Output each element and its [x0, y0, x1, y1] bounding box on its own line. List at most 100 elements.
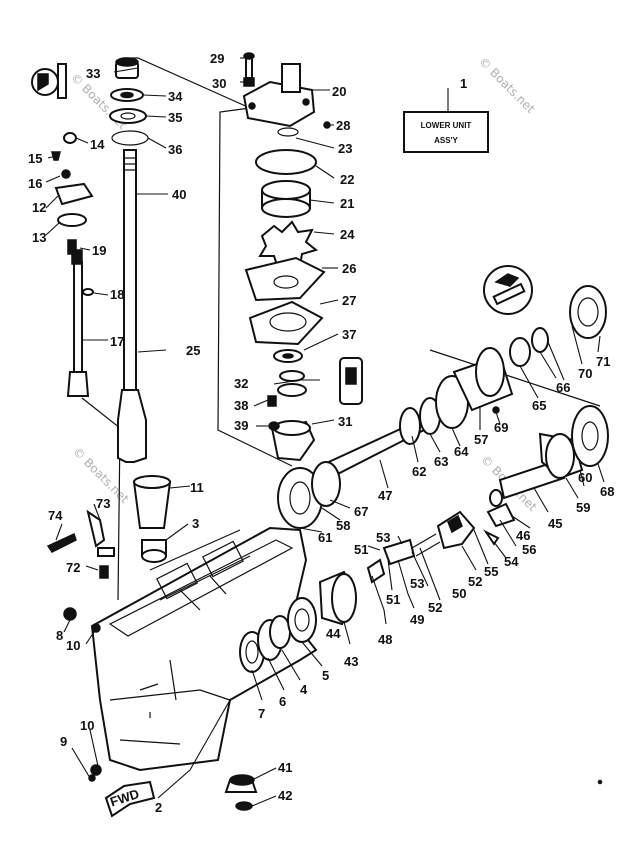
callout-57: 57: [474, 432, 488, 447]
callout-14: 14: [90, 137, 105, 152]
callout-24: 24: [340, 227, 355, 242]
stray-dot: [597, 779, 603, 785]
lower-unit-title-box: LOWER UNIT ASS'Y: [403, 88, 489, 153]
callout-38: 38: [234, 398, 248, 413]
leader-lines: [45, 57, 605, 807]
callout-11: 11: [190, 480, 204, 495]
callout-71: 71: [596, 354, 610, 369]
callout-67: 67: [354, 504, 368, 519]
callout-4: 4: [300, 682, 308, 697]
drive-shaft-40: [117, 149, 147, 463]
title-line-1: LOWER UNIT: [421, 121, 472, 130]
fwd-arrow-icon: FWD: [104, 780, 156, 818]
callout-32: 32: [234, 376, 248, 391]
callout-52b: 52: [468, 574, 482, 589]
watermark-top-right: © Boats.net: [476, 54, 538, 116]
callout-52a: 52: [428, 600, 442, 615]
callout-42: 42: [278, 788, 292, 803]
callout-6: 6: [279, 694, 286, 709]
callout-63: 63: [434, 454, 448, 469]
shift-rod-17: [66, 249, 90, 397]
callout-47: 47: [378, 488, 392, 503]
callout-31: 31: [338, 414, 352, 429]
callout-53a: 53: [376, 530, 390, 545]
callout-5: 5: [322, 668, 329, 683]
callout-1: 1: [460, 76, 467, 91]
callout-37: 37: [342, 327, 356, 342]
callout-20: 20: [332, 84, 346, 99]
callout-16: 16: [28, 176, 42, 191]
callout-61: 61: [318, 530, 332, 545]
callout-53b: 53: [410, 576, 424, 591]
callout-35: 35: [168, 110, 182, 125]
prop-shaft-housing-stack: [239, 570, 358, 673]
callout-17: 17: [110, 334, 124, 349]
callout-10b: 10: [80, 718, 94, 733]
callout-65: 65: [532, 398, 546, 413]
callout-69: 69: [494, 420, 508, 435]
callout-56: 56: [522, 542, 536, 557]
callout-50: 50: [452, 586, 466, 601]
callout-3: 3: [192, 516, 199, 531]
callout-48: 48: [378, 632, 392, 647]
bearing-stack-33-36: [109, 57, 149, 146]
callout-2: 2: [155, 800, 162, 815]
sleeve-11-and-bush-3: [132, 475, 172, 563]
callout-25: 25: [186, 343, 200, 358]
callout-23: 23: [338, 141, 352, 156]
title-line-2: ASS'Y: [434, 136, 458, 145]
shift-parts-top-left: [31, 63, 94, 296]
callout-59: 59: [576, 500, 590, 515]
prop-shaft-45: [366, 405, 609, 584]
callout-64: 64: [454, 444, 469, 459]
callout-22: 22: [340, 172, 354, 187]
callout-66: 66: [556, 380, 570, 395]
water-pump-stack: [242, 52, 331, 346]
callout-39: 39: [234, 418, 248, 433]
lower-unit-housing: [90, 526, 318, 772]
anode-41-42: [224, 774, 258, 811]
callout-34: 34: [168, 89, 183, 104]
callout-8: 8: [56, 628, 63, 643]
callout-labels: 1 2 3 4 5 6 7 8 9 10 10 11 12 13 14 15 1…: [28, 51, 614, 815]
callout-7: 7: [258, 706, 265, 721]
callout-43: 43: [344, 654, 358, 669]
callout-68: 68: [600, 484, 614, 499]
callout-74: 74: [48, 508, 63, 523]
callout-10a: 10: [66, 638, 80, 653]
left-small-parts: [46, 509, 115, 782]
callout-72: 72: [66, 560, 80, 575]
callout-49: 49: [410, 612, 424, 627]
callout-70: 70: [578, 366, 592, 381]
callout-54: 54: [504, 554, 519, 569]
callout-26: 26: [342, 261, 356, 276]
callout-73: 73: [96, 496, 110, 511]
callout-21: 21: [340, 196, 354, 211]
callout-45: 45: [548, 516, 562, 531]
callout-9: 9: [60, 734, 67, 749]
callout-44: 44: [326, 626, 341, 641]
callout-13: 13: [32, 230, 46, 245]
callout-36: 36: [168, 142, 182, 157]
callout-55: 55: [484, 564, 498, 579]
callout-27: 27: [342, 293, 356, 308]
oil-seal-housing: [267, 349, 363, 462]
callout-15: 15: [28, 151, 42, 166]
callout-19: 19: [92, 243, 106, 258]
callout-41: 41: [278, 760, 292, 775]
callout-46: 46: [516, 528, 530, 543]
callout-58: 58: [336, 518, 350, 533]
callout-60: 60: [578, 470, 592, 485]
callout-18: 18: [110, 287, 124, 302]
detail-inset-icons: [483, 265, 533, 315]
callout-51a: 51: [354, 542, 368, 557]
callout-40: 40: [172, 187, 186, 202]
callout-33: 33: [86, 66, 100, 81]
callout-30: 30: [212, 76, 226, 91]
callout-51b: 51: [386, 592, 400, 607]
forward-shaft-47: [277, 285, 607, 529]
callout-12: 12: [32, 200, 46, 215]
callout-29: 29: [210, 51, 224, 66]
callout-28: 28: [336, 118, 350, 133]
